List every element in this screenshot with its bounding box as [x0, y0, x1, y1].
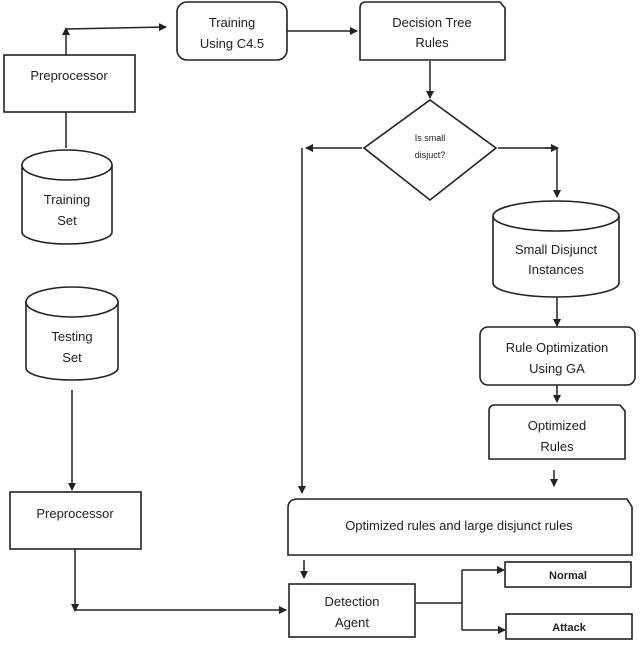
label-testing-set-1: Testing	[51, 329, 92, 344]
node-rule-optimization: Rule Optimization Using GA	[479, 326, 636, 386]
node-testing-set: Testing Set	[25, 286, 119, 381]
label-small-disjunct-2: Instances	[528, 262, 584, 277]
node-training-c45: Training Using C4.5	[176, 1, 288, 61]
label-normal: Normal	[549, 570, 587, 582]
node-normal: Normal	[504, 561, 632, 588]
label-optimized-1: Optimized	[528, 418, 587, 433]
label-detection-1: Detection	[325, 594, 380, 609]
node-attack: Attack	[505, 613, 633, 640]
node-detection-agent: Detection Agent	[288, 583, 416, 638]
label-preprocessor-train: Preprocessor	[30, 68, 108, 83]
label-training-set-2: Set	[57, 213, 77, 228]
label-combined-rules: Optimized rules and large disjunct rules	[345, 518, 573, 533]
label-detection-2: Agent	[335, 615, 369, 630]
label-optimized-2: Rules	[540, 439, 574, 454]
node-preprocessor-test: Preprocessor	[9, 491, 142, 550]
label-small-disjunct-1: Small Disjunct	[515, 242, 598, 257]
label-testing-set-2: Set	[62, 350, 82, 365]
label-diamond-1: Is small	[415, 133, 446, 143]
node-small-disjunct-instances: Small Disjunct Instances	[492, 200, 620, 298]
label-decision-tree-1: Decision Tree	[392, 15, 471, 30]
label-decision-tree-2: Rules	[415, 35, 449, 50]
node-combined-rules: Optimized rules and large disjunct rules	[287, 498, 633, 556]
node-preprocessor-train: Preprocessor	[3, 54, 136, 113]
node-optimized-rules: Optimized Rules	[488, 404, 626, 460]
edges	[62, 23, 561, 634]
node-is-small-disjunct: Is small disjuct?	[362, 99, 498, 202]
node-training-set: Training Set	[21, 149, 113, 245]
label-rule-opt-1: Rule Optimization	[506, 340, 609, 355]
node-decision-tree-rules: Decision Tree Rules	[359, 1, 506, 61]
label-rule-opt-2: Using GA	[529, 361, 585, 376]
label-diamond-2: disjuct?	[415, 150, 446, 160]
label-training-c45-1: Training	[209, 15, 255, 30]
edge-preprocessor-training	[65, 23, 167, 32]
label-training-set-1: Training	[44, 192, 90, 207]
label-attack: Attack	[552, 622, 587, 634]
label-preprocessor-test: Preprocessor	[36, 506, 114, 521]
label-training-c45-2: Using C4.5	[200, 36, 264, 51]
